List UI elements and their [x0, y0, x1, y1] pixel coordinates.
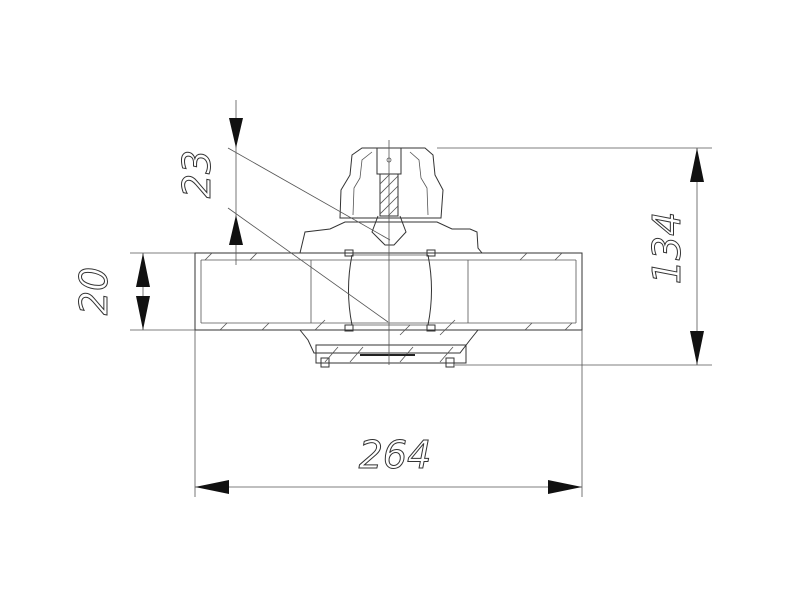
dimension-label-264: 264 — [359, 433, 432, 477]
dimension-total-length: 264 — [194, 330, 583, 497]
valve-body — [299, 221, 483, 368]
pipe — [194, 252, 583, 331]
ball — [344, 249, 436, 332]
dimension-label-20: 20 — [72, 267, 116, 315]
dimension-label-134: 134 — [645, 212, 689, 285]
dimension-label-23: 23 — [175, 150, 219, 198]
dimension-total-height: 134 — [437, 147, 712, 366]
dimension-stem-height: 23 — [175, 100, 391, 323]
stem-cap — [339, 140, 444, 365]
dimension-pipe-diameter: 20 — [72, 252, 195, 331]
